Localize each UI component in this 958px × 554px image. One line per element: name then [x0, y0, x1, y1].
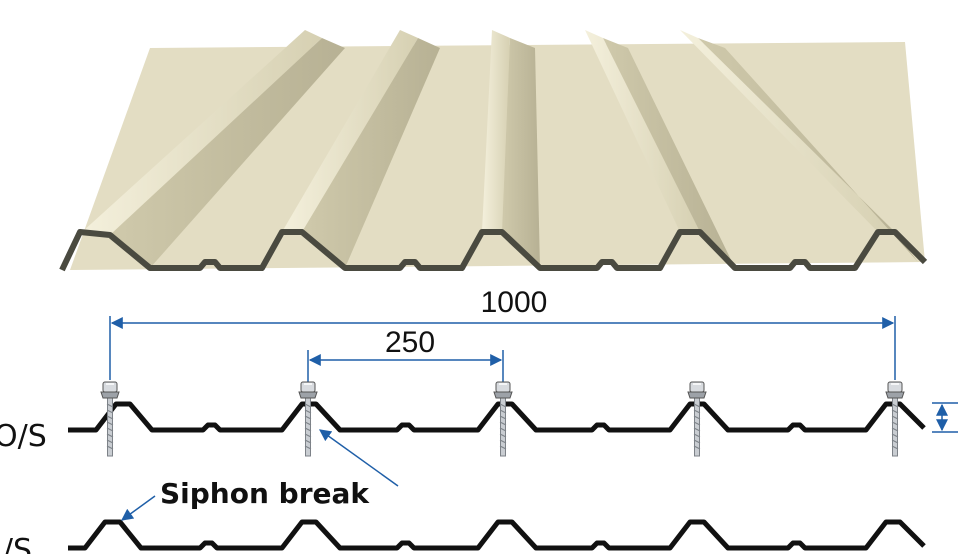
roof-sheet-illustration [59, 30, 928, 272]
roofing-screw-icon [100, 381, 905, 457]
rib-3 [482, 30, 510, 232]
outer-side-profile [68, 401, 926, 433]
dimension-profile-height [932, 402, 958, 433]
dimension-rib-pitch: 250 [307, 326, 504, 382]
rib-1-side [110, 38, 345, 268]
rib-5 [680, 30, 895, 232]
siphon-break-label: Siphon break [160, 477, 370, 510]
arrow-icon [319, 429, 399, 487]
rib-2-side [302, 38, 440, 268]
inner-side-label: I/S [0, 533, 32, 554]
rib-pitch-label: 250 [385, 326, 435, 359]
rib-2 [282, 30, 418, 232]
inner-side-profile [68, 519, 926, 551]
sheet-front-edge [59, 229, 928, 272]
rib-3-side [502, 38, 540, 268]
rib-1 [82, 30, 322, 235]
rib-4 [585, 30, 700, 232]
total-width-label: 1000 [481, 286, 548, 319]
siphon-break-callout: Siphon break [121, 477, 370, 521]
rib-4-side [603, 38, 735, 268]
dimension-total-width: 1000 [109, 286, 896, 380]
outer-side-label: O/S [0, 419, 47, 454]
